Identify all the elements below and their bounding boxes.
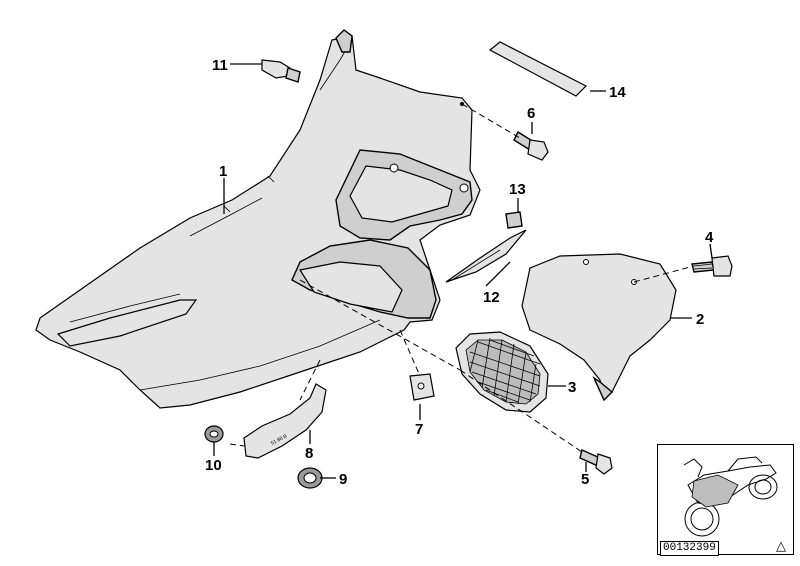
reference-number: 00132399 (660, 541, 719, 556)
callout-6: 6 (527, 105, 535, 122)
adhesive-strip-14 (488, 41, 588, 97)
screw-5 (579, 449, 613, 475)
warning-triangle-icon: △ (776, 539, 786, 554)
motorcycle-thumbnail (657, 444, 794, 555)
callout-11: 11 (212, 57, 228, 74)
expanding-nut-13 (505, 211, 523, 229)
callout-10: 10 (205, 457, 222, 474)
callout-8: 8 (305, 445, 313, 462)
side-cover-panel (521, 253, 677, 402)
trim-strip-8: 51 88 B (243, 383, 327, 459)
callout-2: 2 (696, 311, 704, 328)
callout-14: 14 (609, 84, 626, 101)
assembly-lines (229, 103, 695, 453)
main-fairing-panel (35, 29, 481, 409)
callout-9: 9 (339, 471, 347, 488)
grille-insert (455, 331, 549, 413)
callout-7: 7 (415, 421, 423, 438)
callout-13: 13 (509, 181, 526, 198)
callout-3: 3 (568, 379, 576, 396)
leader-lines (213, 63, 713, 479)
grommet-9 (297, 467, 323, 489)
callout-labels: 1 2 3 4 5 6 7 8 9 10 11 12 13 14 (205, 57, 714, 488)
screw-6 (513, 130, 549, 161)
clip-nut-7 (409, 373, 435, 401)
nut-10 (204, 425, 224, 443)
motorcycle-icon (683, 456, 778, 537)
rubber-buffer-11 (261, 59, 301, 83)
callout-12: 12 (483, 289, 500, 306)
callout-4: 4 (705, 229, 714, 246)
trim-piece-12 (445, 229, 527, 283)
screw-4 (691, 255, 733, 277)
callout-5: 5 (581, 471, 589, 488)
callout-1: 1 (219, 163, 227, 180)
